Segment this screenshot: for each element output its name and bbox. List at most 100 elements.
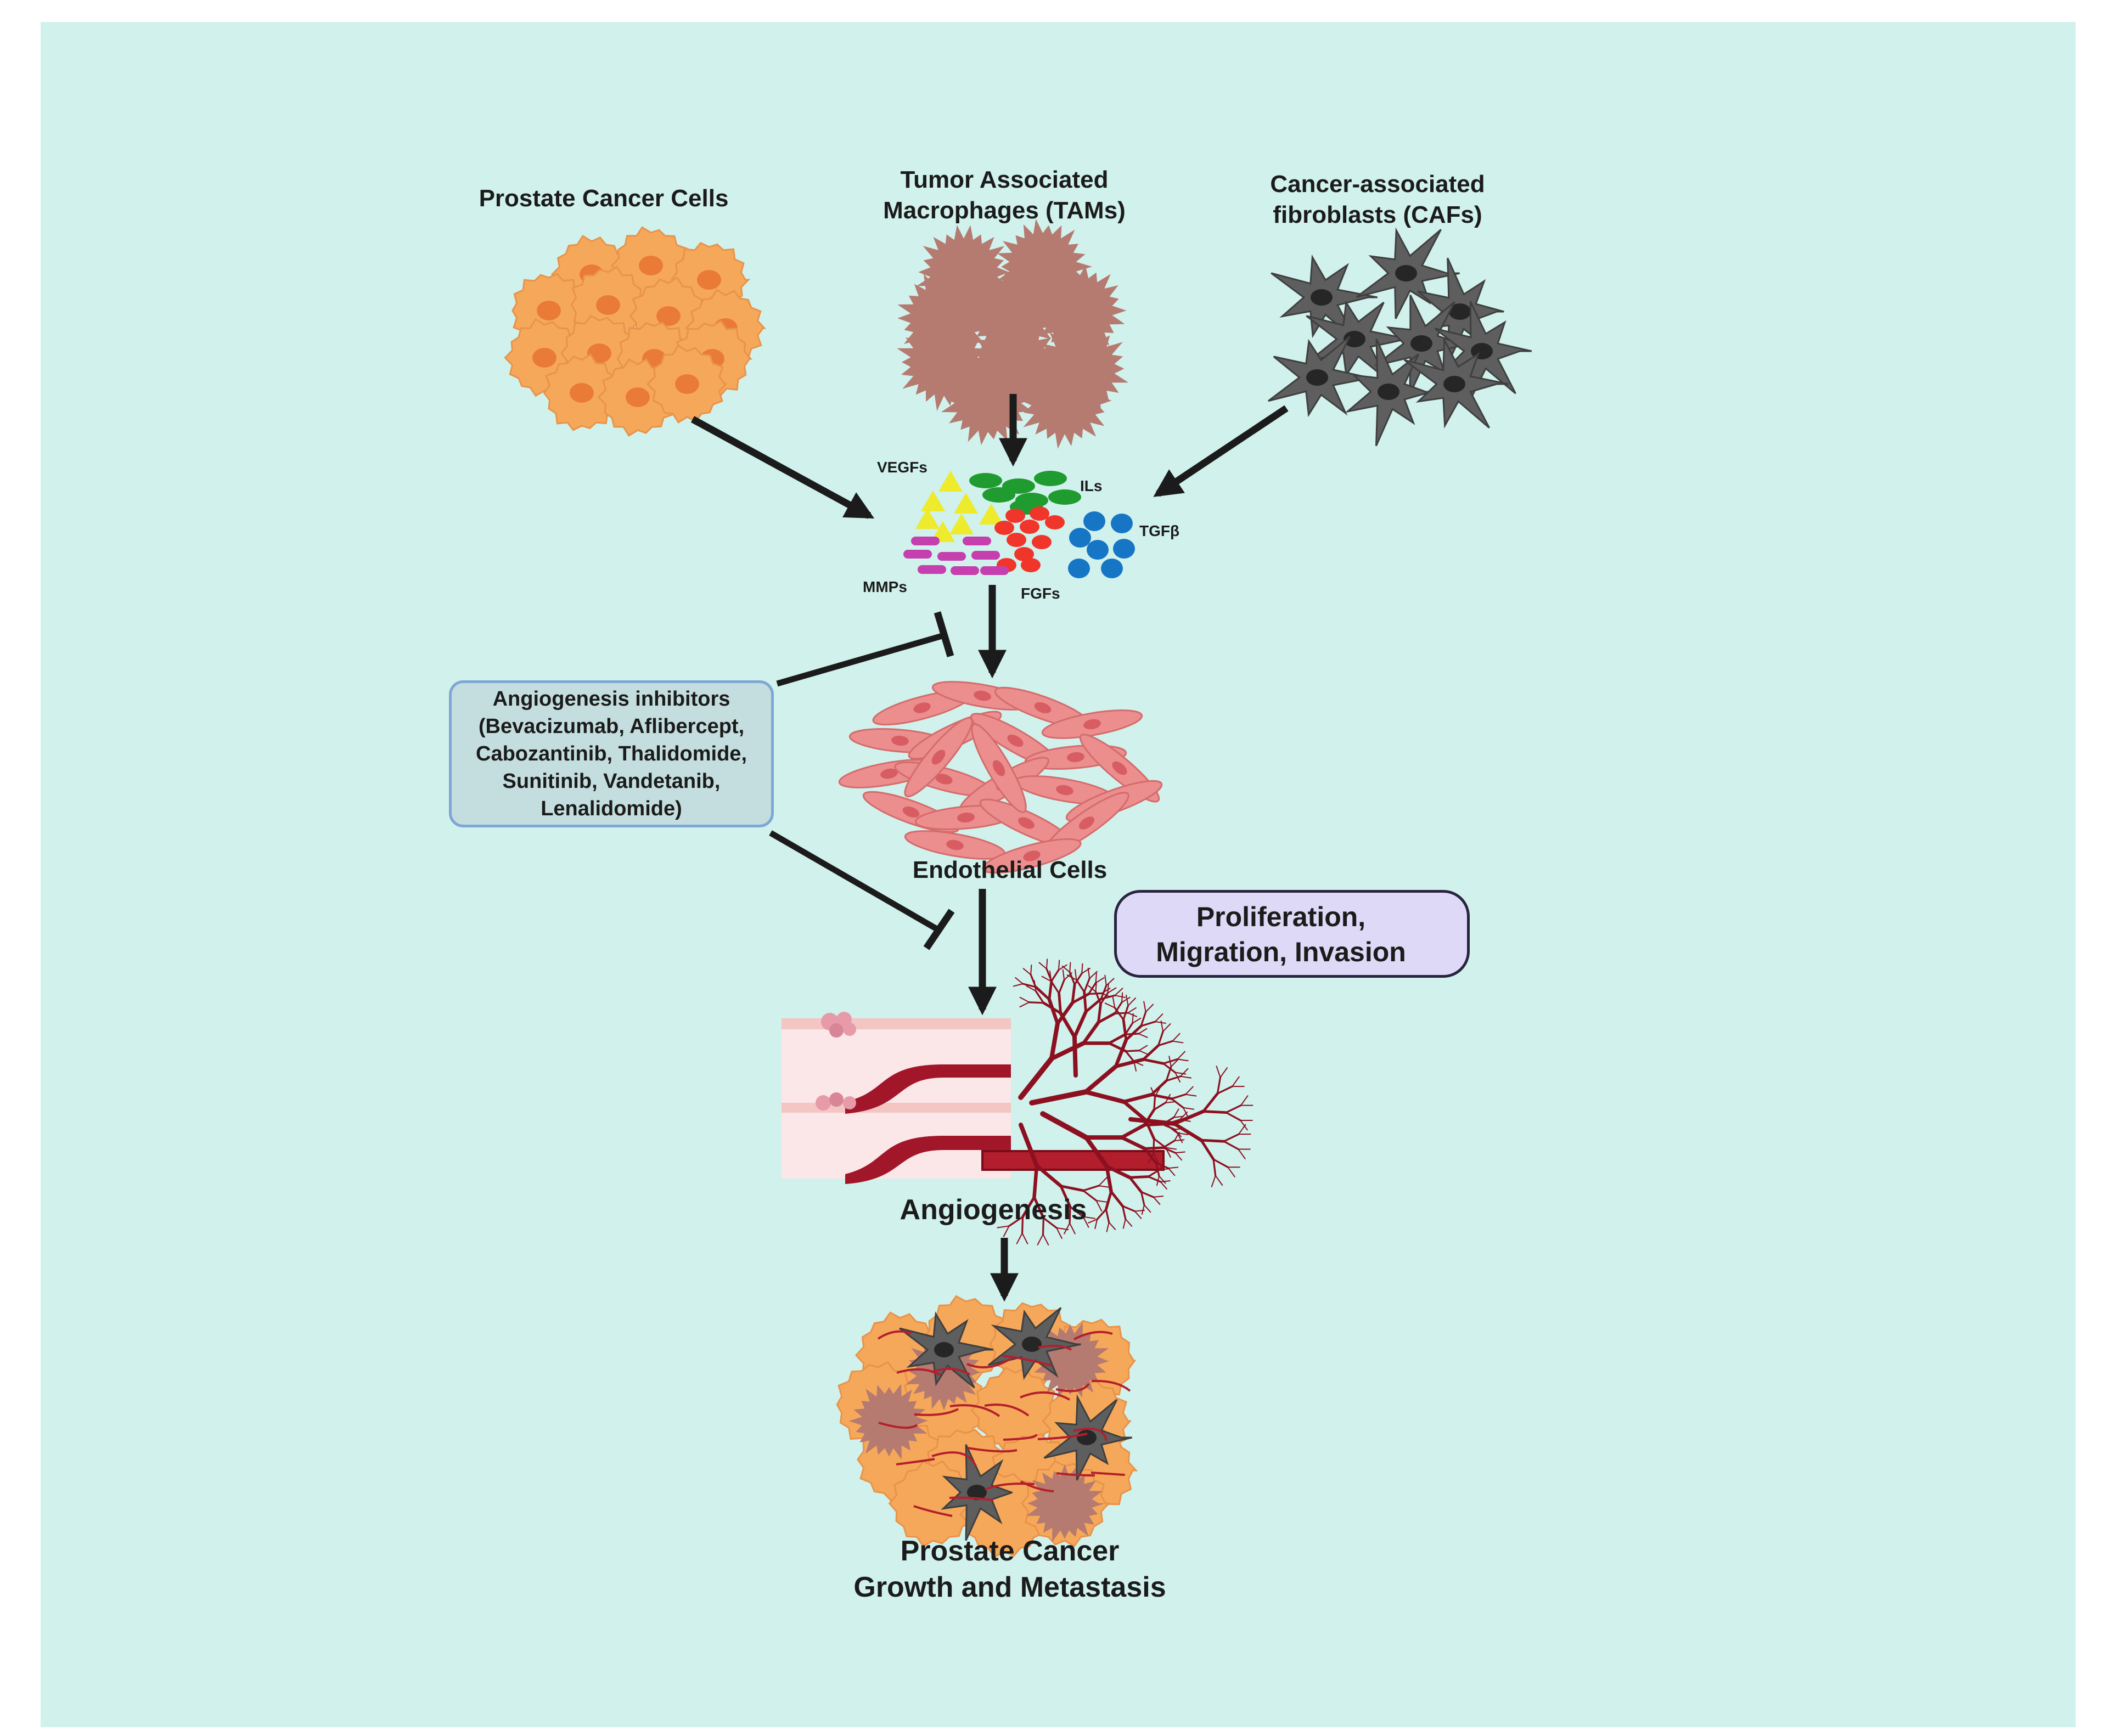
tumor-fibroblast — [899, 1311, 994, 1389]
arrow-cancer-to-factors — [690, 416, 875, 519]
inhibition-line-lower — [769, 830, 941, 933]
angiogenesis-inhibitors-box: Angiogenesis inhibitors (Bevacizumab, Af… — [449, 680, 774, 827]
mmp-molecule — [951, 566, 979, 575]
cancer-cell-nucleus — [596, 295, 620, 315]
tgfb-molecule — [1069, 528, 1091, 548]
label-outcome: Prostate Cancer Growth and Metastasis — [779, 1533, 1240, 1605]
label-fgfs: FGFs — [1021, 585, 1060, 602]
tumor-fibroblast — [987, 1307, 1081, 1380]
tumor-vessel — [967, 1447, 1018, 1453]
label-outcome-line1: Prostate Cancer — [900, 1535, 1120, 1567]
il-molecule — [982, 487, 1015, 503]
tumor-vessel — [1090, 1472, 1126, 1476]
tgfb-molecule — [1101, 559, 1123, 578]
tumor-vessel — [1055, 1383, 1090, 1393]
cancer-cell-nucleus — [697, 270, 721, 290]
cafs-illustration — [1268, 227, 1532, 447]
prostate-cancer-cells-illustration — [504, 226, 766, 437]
tumor-vessel — [896, 1458, 935, 1466]
tumor-vessel — [913, 1505, 953, 1517]
label-cafs-line1: Cancer-associated — [1270, 171, 1485, 198]
tgfb-molecule — [1113, 539, 1135, 559]
label-cafs: Cancer-associated fibroblasts (CAFs) — [1218, 169, 1537, 230]
macrophage — [1031, 262, 1127, 356]
tumor-vessel — [949, 1496, 994, 1501]
fibroblast — [1306, 300, 1410, 380]
mmp-molecule — [937, 552, 966, 561]
label-endothelial-cells: Endothelial Cells — [912, 856, 1108, 883]
cancer-cell-nucleus — [532, 348, 556, 368]
endothelial-cells-illustration — [838, 681, 1163, 874]
tumor-vessel — [1037, 1433, 1088, 1440]
inhibition-line-upper — [776, 632, 945, 687]
inhibitors-line-1: Angiogenesis inhibitors — [492, 687, 730, 711]
fibroblast — [1403, 336, 1509, 429]
effects-line-2: Migration, Invasion — [1156, 937, 1406, 967]
label-cafs-line2: fibroblasts (CAFs) — [1273, 201, 1482, 228]
tumor-vessel — [896, 1368, 941, 1376]
tams-illustration — [897, 218, 1129, 449]
inhibitors-line-3: Cabozantinib, Thalidomide, — [476, 742, 747, 765]
tumor-vessel — [1073, 1331, 1113, 1340]
macrophage — [1017, 356, 1112, 449]
tumor-vessel — [949, 1404, 1000, 1417]
tumor-fibroblast — [1043, 1394, 1133, 1481]
label-tgfb: TGFβ — [1139, 522, 1180, 539]
tgfb-molecule — [1111, 514, 1133, 533]
inhibitors-line-2: (Bevacizumab, Aflibercept, — [478, 715, 745, 738]
tumor-vessel — [984, 1404, 1030, 1417]
tumor-macrophage — [1030, 1322, 1110, 1398]
fgf-molecule — [1021, 558, 1041, 572]
label-mmps: MMPs — [863, 578, 907, 595]
label-angiogenesis: Angiogenesis — [900, 1194, 1087, 1226]
vegf-molecule — [921, 491, 945, 511]
vegf-molecule — [954, 493, 978, 514]
endothelial-cell — [982, 838, 1082, 874]
tumor-fibroblast — [941, 1444, 1013, 1541]
cancer-cell-nucleus — [656, 306, 681, 326]
label-vegfs: VEGFs — [877, 459, 927, 476]
tumor-macrophage — [848, 1384, 929, 1460]
tumor-vessel — [1091, 1379, 1131, 1392]
tumor-vessel — [966, 1357, 1012, 1369]
endothelial-cell — [904, 717, 973, 798]
cancer-cell-nucleus — [639, 256, 663, 275]
tumor-vessel — [1056, 1472, 1095, 1476]
tumor-vessel — [1038, 1344, 1072, 1351]
inhibition-bar-lower — [923, 909, 955, 950]
fgf-molecule — [1005, 509, 1025, 523]
cancer-cell-nucleus — [537, 301, 561, 320]
tumor-vessel — [1073, 1427, 1108, 1441]
angiogenesis-illustration — [782, 959, 1253, 1245]
fgf-molecule — [1020, 520, 1039, 534]
tumor-mass-illustration — [836, 1295, 1138, 1558]
vegf-molecule — [931, 521, 955, 542]
fibroblast — [1375, 295, 1470, 395]
tgfb-molecule — [1087, 540, 1109, 560]
fibroblast — [1345, 338, 1432, 447]
mmp-molecule — [903, 550, 932, 559]
label-ils: ILs — [1080, 477, 1103, 494]
fgf-molecule — [1030, 506, 1049, 521]
fgf-molecule — [1014, 547, 1034, 561]
tgfb-molecule — [1068, 559, 1090, 578]
fgf-molecule — [1045, 515, 1065, 529]
vegf-molecule — [938, 471, 963, 492]
tumor-vessel — [1020, 1480, 1054, 1492]
tumor-vessel — [1002, 1355, 1053, 1367]
tumor-macrophage — [1026, 1464, 1105, 1542]
tumor-vessel — [931, 1451, 977, 1467]
vegf-molecule — [915, 508, 940, 529]
effects-box: Proliferation, Migration, Invasion — [1114, 890, 1470, 978]
tumor-vessel — [914, 1408, 959, 1416]
tgfb-molecule — [1083, 511, 1105, 531]
fgf-molecule — [1032, 535, 1052, 549]
tumor-vessel — [877, 1330, 912, 1340]
tumor-vessel — [1020, 1391, 1070, 1401]
label-outcome-line2: Growth and Metastasis — [853, 1571, 1166, 1603]
fgf-molecule — [994, 521, 1014, 535]
vegf-molecule — [949, 514, 974, 534]
inhibition-bar-upper — [934, 611, 954, 657]
cancer-cell-nucleus — [675, 374, 699, 394]
mmp-molecule — [911, 537, 940, 545]
